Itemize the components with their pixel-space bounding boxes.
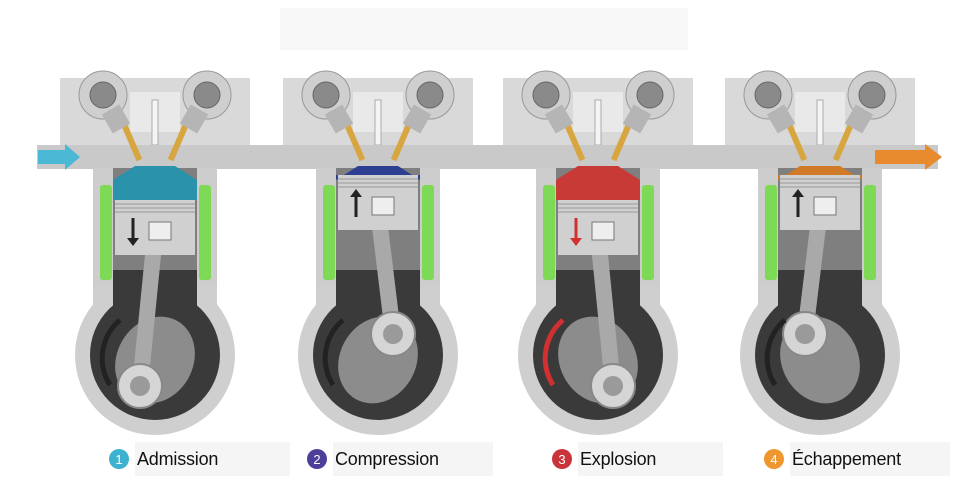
rotation-arrow-icon (322, 318, 345, 387)
spark-plug-icon (816, 99, 824, 146)
step-badge: 2 (307, 449, 327, 469)
stroke-label-1: 1 Admission (109, 442, 290, 476)
connecting-rod (132, 234, 163, 387)
spark-plug-icon (594, 99, 602, 146)
valve-spring (766, 104, 796, 134)
coolant-jacket-right (642, 185, 654, 280)
camshaft-hub (754, 81, 782, 109)
valve-spring (544, 104, 574, 134)
connecting-rod (590, 234, 621, 387)
combustion-chamber (113, 166, 197, 200)
crankpin-center (383, 324, 403, 345)
coolant-jacket-right (199, 185, 211, 280)
rotation-arrow-icon (99, 318, 122, 387)
camshaft-hub (858, 81, 886, 109)
arrow-up-icon (350, 189, 362, 197)
stroke-label-2: 2 Compression (307, 442, 493, 476)
combustion-chamber (778, 166, 862, 180)
stroke-label-3: 3 Explosion (552, 442, 723, 476)
rotation-arrow-icon (764, 318, 787, 387)
arrow-up-icon (792, 189, 804, 197)
stroke-name: Compression (335, 448, 439, 469)
coolant-jacket-left (100, 185, 112, 280)
intake-arrow-icon (38, 144, 80, 170)
wrist-pin (813, 196, 837, 216)
title-placeholder (280, 8, 688, 50)
crankcase-interior-top (778, 270, 862, 310)
combustion-chamber (556, 166, 640, 200)
exhaust-arrow-icon (875, 144, 942, 170)
camshaft-hub (636, 81, 664, 109)
valve-spring (101, 104, 131, 134)
stroke-name: Admission (137, 448, 219, 469)
crankpin-center (795, 324, 815, 345)
spark-plug-icon (151, 99, 159, 146)
step-badge: 3 (552, 449, 572, 469)
valve-spring (324, 104, 354, 134)
coolant-jacket-left (765, 185, 777, 280)
combustion-chamber (336, 166, 420, 180)
manifold (480, 145, 716, 169)
camshaft-hub (532, 81, 560, 109)
stroke-label-4: 4 Échappement (764, 442, 950, 476)
rotation-arrow-icon (542, 318, 565, 387)
crankpin-center (130, 375, 150, 396)
manifold (260, 145, 496, 169)
camshaft-hub (193, 81, 221, 109)
coolant-jacket-left (323, 185, 335, 280)
valve-spring (402, 104, 432, 134)
spark-plug-icon (374, 99, 382, 146)
wrist-pin (591, 221, 615, 241)
crankcase-interior-top (336, 270, 420, 310)
wrist-pin (148, 221, 172, 241)
camshaft-hub (416, 81, 444, 109)
coolant-jacket-left (543, 185, 555, 280)
step-badge: 1 (109, 449, 129, 469)
engine-1 (37, 70, 273, 435)
arrow-down-icon (127, 238, 139, 246)
step-badge: 4 (764, 449, 784, 469)
stroke-name: Échappement (792, 448, 901, 469)
wrist-pin (371, 196, 395, 216)
valve-spring (844, 104, 874, 134)
stroke-name: Explosion (580, 448, 657, 469)
camshaft-hub (89, 81, 117, 109)
crankpin-center (603, 375, 623, 396)
coolant-jacket-right (422, 185, 434, 280)
camshaft-hub (312, 81, 340, 109)
engine-3 (480, 70, 716, 435)
engine-4 (702, 70, 938, 435)
coolant-jacket-right (864, 185, 876, 280)
engine-2 (260, 70, 496, 435)
valve-spring (179, 104, 209, 134)
arrow-down-icon (570, 238, 582, 246)
valve-spring (622, 104, 652, 134)
